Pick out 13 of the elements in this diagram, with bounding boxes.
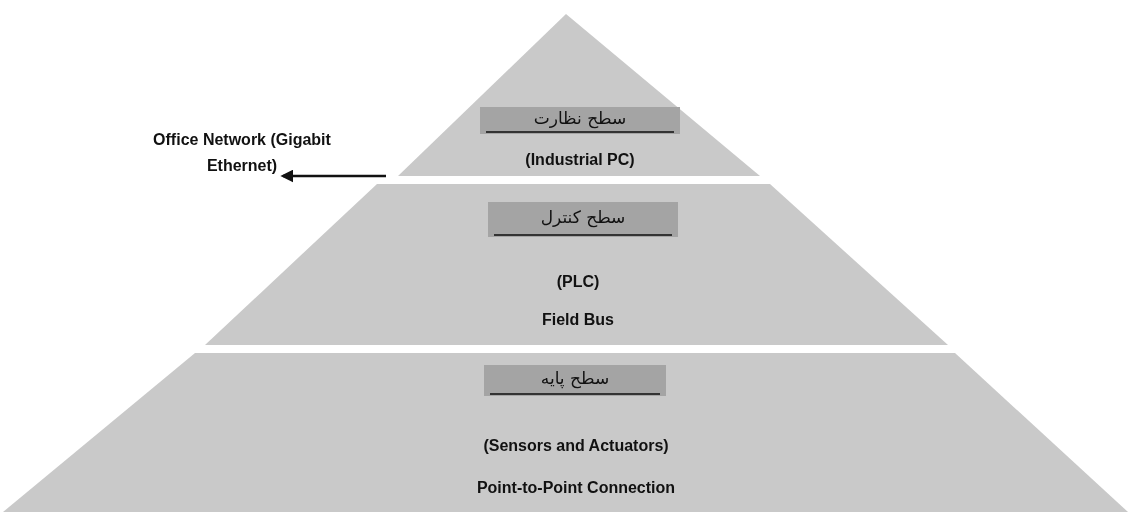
arrow [280,169,386,183]
level-caption: Point-to-Point Connection [476,478,676,498]
level-label: سطح پایه [484,365,666,396]
network-label: Office Network (Gigabit Ethernet) [126,127,358,183]
pyramid-band [205,184,948,345]
pyramid-band [3,353,1128,512]
level-caption: Field Bus [542,310,614,330]
level-caption: (Industrial PC) [525,150,635,170]
level-caption: (Sensors and Actuators) [483,436,669,456]
pyramid-band [398,14,760,176]
level-label: سطح نظارت [480,107,680,134]
level-caption: (PLC) [556,272,600,292]
level-label: سطح کنترل [488,202,678,237]
